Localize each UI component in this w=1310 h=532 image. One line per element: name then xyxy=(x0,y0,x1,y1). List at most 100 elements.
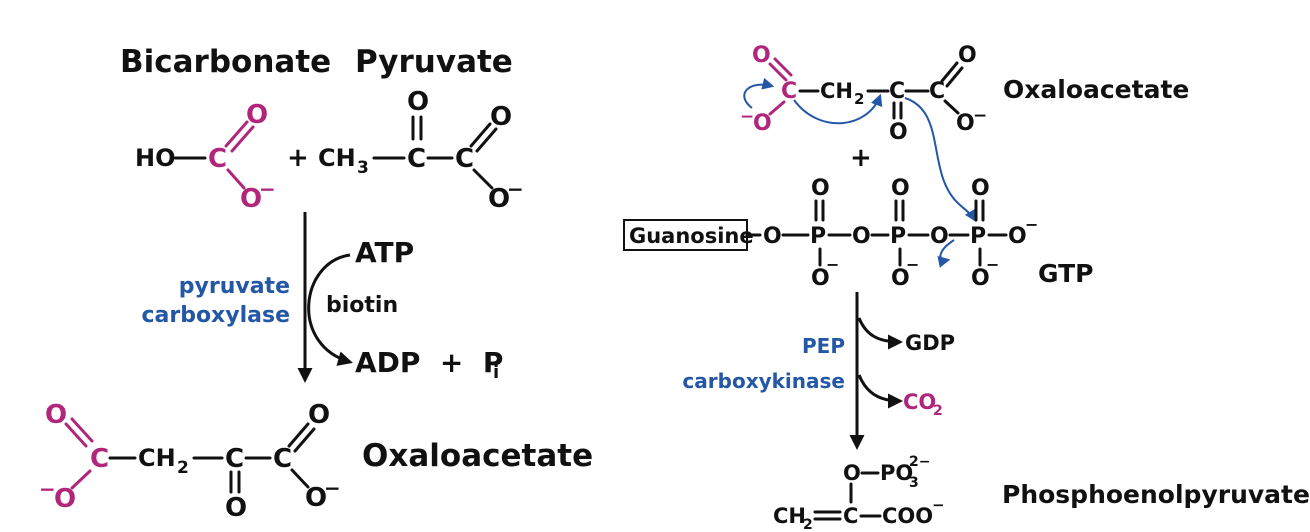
right-oxa-double-bond-right-a xyxy=(940,61,959,83)
left-plus-sign: + xyxy=(287,143,309,173)
electron-arrow-ch2 xyxy=(793,93,883,125)
pep-carboxykinase-line1: PEP xyxy=(802,334,845,358)
right-oxaloacetate-label: Oxaloacetate xyxy=(1003,75,1189,104)
pyruvate-o-right-bottom: O xyxy=(488,184,510,214)
bicarbonate-minus: − xyxy=(259,177,276,201)
atp-adp-curved-arrow xyxy=(307,253,353,366)
left-oxa-minus-left: − xyxy=(39,477,56,501)
right-oxaloacetate-structure: O C O − CH 2 C O C O O − xyxy=(740,43,987,145)
left-oxa-o-keto: O xyxy=(225,493,247,523)
pyruvate-structure: CH 3 C O C O O − xyxy=(318,87,524,214)
pep-structure: O PO 3 2− CH 2 C COO − xyxy=(773,454,945,532)
gtp-beta-o-bottom: O xyxy=(891,266,910,291)
pyruvate-ch3-subscript: 3 xyxy=(357,158,369,178)
left-oxaloacetate-label: Oxaloacetate xyxy=(362,438,593,474)
pep-coo: COO xyxy=(882,504,933,528)
bicarbonate-label: Bicarbonate xyxy=(120,44,331,80)
gtp-o-bridge-3: O xyxy=(930,224,949,249)
gtp-p-beta: P xyxy=(890,224,906,249)
left-oxa-double-bond-right-a xyxy=(287,422,310,448)
biotin-label: biotin xyxy=(326,293,398,318)
gdp-release-arrow xyxy=(857,317,903,350)
gtp-terminal-minus: − xyxy=(1025,215,1038,234)
right-oxa-minus-left: − xyxy=(740,107,754,127)
right-oxa-ch2-subscript: 2 xyxy=(854,90,864,108)
left-oxa-bond-o-bottom-right xyxy=(290,468,310,489)
pyruvate-o-right-top: O xyxy=(490,102,512,132)
left-oxaloacetate-structure: O C O − CH 2 C O C O O − xyxy=(39,400,341,523)
pep-ch2: CH xyxy=(773,504,806,528)
guanosine-label: Guanosine xyxy=(629,224,754,248)
right-oxa-o-top-right: O xyxy=(958,43,977,68)
right-oxa-double-bond-right-b xyxy=(945,66,964,88)
gtp-label: GTP xyxy=(1038,259,1093,288)
pyruvate-carboxylase-line1: pyruvate xyxy=(179,274,290,299)
left-oxa-ch2-subscript: 2 xyxy=(177,458,189,478)
bicarbonate-bond-o-bottom xyxy=(226,168,246,190)
gtp-p-gamma: P xyxy=(970,224,986,249)
pyruvate-c1: C xyxy=(407,144,426,174)
pyruvate-c2: C xyxy=(455,144,474,174)
gtp-beta-minus: − xyxy=(906,255,919,274)
gtp-alpha-minus: − xyxy=(826,255,839,274)
pyruvate-double-bond-b xyxy=(475,127,498,153)
pyruvate-minus: − xyxy=(507,177,524,201)
gtp-o-bridge-2: O xyxy=(852,224,871,249)
left-oxa-c2: C xyxy=(225,444,244,474)
pyruvate-o-top: O xyxy=(407,87,429,117)
left-oxa-c1: C xyxy=(90,444,109,474)
adp-pi-label: ADP + P xyxy=(355,346,503,379)
right-oxa-o-bottom-left: O xyxy=(753,111,772,136)
pep-c: C xyxy=(843,504,858,528)
co2-release-arrow xyxy=(857,374,903,409)
pyruvate-label: Pyruvate xyxy=(355,44,513,80)
pep-ch2-subscript: 2 xyxy=(803,517,813,532)
left-oxa-bond-o-bottom xyxy=(70,469,92,490)
gtp-alpha-o-top: O xyxy=(811,176,830,201)
left-oxa-double-bond-a xyxy=(64,422,88,448)
bicarbonate-ho: HO xyxy=(135,144,176,172)
left-oxa-double-bond-right-b xyxy=(293,427,316,453)
bicarbonate-double-bond-b xyxy=(230,125,255,153)
gtp-gamma-minus: − xyxy=(986,255,999,274)
pyruvate-ch3: CH xyxy=(318,144,356,172)
co2-subscript: 2 xyxy=(933,403,943,419)
right-oxa-double-bond-b xyxy=(773,57,793,77)
gtp-p-alpha: P xyxy=(810,224,826,249)
right-oxa-ch2: CH xyxy=(820,79,853,103)
bicarbonate-double-bond-a xyxy=(224,120,249,148)
right-oxa-bond-o-bottom xyxy=(768,100,786,116)
bicarbonate-carbon: C xyxy=(208,144,227,174)
pep-carboxykinase-line2: carboxykinase xyxy=(682,369,845,393)
pyruvate-double-bond-a xyxy=(469,122,492,148)
pep-po3: PO xyxy=(880,461,913,485)
right-oxa-c2: C xyxy=(889,79,905,104)
co2-label: CO xyxy=(903,390,936,414)
right-oxa-o-bottom-right: O xyxy=(956,111,975,136)
gtp-beta-o-top: O xyxy=(891,176,910,201)
right-plus-sign: + xyxy=(850,143,872,173)
right-oxa-minus-right: − xyxy=(973,106,987,126)
pyruvate-bond-o-bottom xyxy=(472,168,494,190)
pep-po3-superscript: 2− xyxy=(909,454,930,470)
gdp-label: GDP xyxy=(905,331,955,355)
gtp-structure: Guanosine O P O O − O P O O − O P O O − … xyxy=(623,176,1038,291)
left-oxa-minus-right: − xyxy=(324,476,341,500)
pep-coo-minus: − xyxy=(932,496,945,514)
pi-subscript: i xyxy=(493,362,499,383)
atp-label: ATP xyxy=(355,236,414,269)
pep-po3-subscript: 3 xyxy=(909,475,919,491)
right-oxa-c1: C xyxy=(781,79,797,104)
right-oxa-o-keto: O xyxy=(889,120,908,145)
left-oxa-o-top-right: O xyxy=(308,400,330,430)
bicarbonate-o-top: O xyxy=(246,100,268,130)
pep-label: Phosphoenolpyruvate xyxy=(1002,480,1310,509)
left-oxa-c3: C xyxy=(273,444,292,474)
gtp-gamma-o-top: O xyxy=(971,176,990,201)
left-oxa-o-bottom-left: O xyxy=(54,484,76,514)
gtp-o-terminal: O xyxy=(1008,224,1027,249)
gtp-o-bridge-1: O xyxy=(763,224,782,249)
pep-o: O xyxy=(843,461,861,485)
pyruvate-carboxylase-line2: carboxylase xyxy=(141,303,290,328)
bicarbonate-o-bottom: O xyxy=(240,184,262,214)
